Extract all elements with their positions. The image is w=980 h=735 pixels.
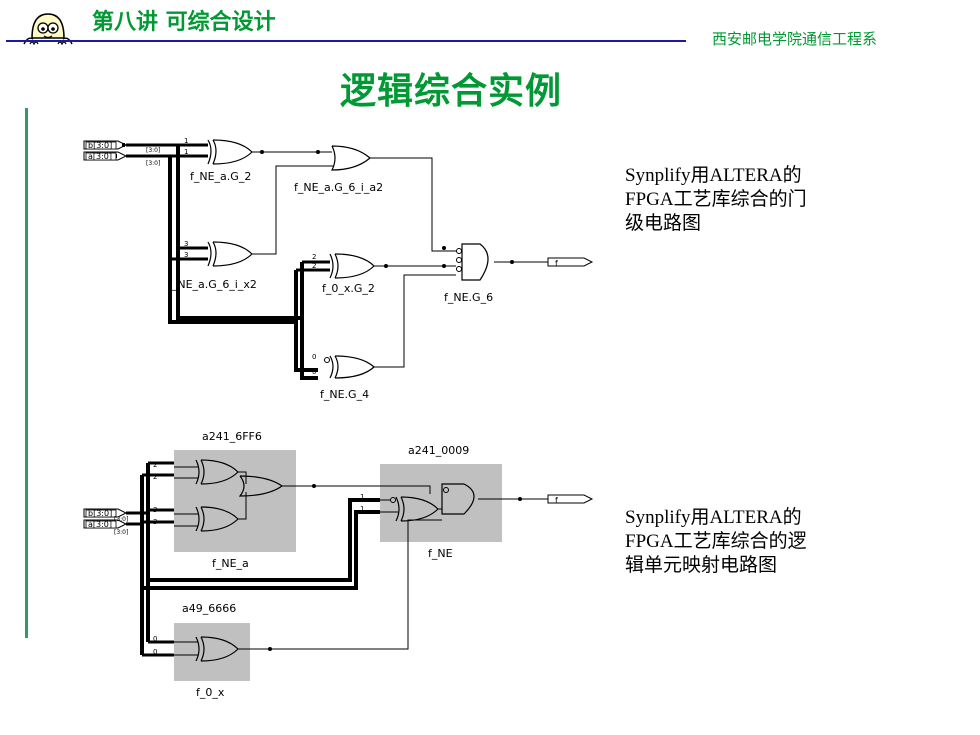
- port-b-label: b[3:0]: [88, 141, 112, 150]
- caption-line: Synplify用ALTERA的: [625, 507, 802, 528]
- caption-line: 辑单元映射电路图: [625, 555, 778, 576]
- bus-tag: [3:0]: [114, 529, 128, 536]
- cell-instance: f_NE: [428, 547, 453, 560]
- bit-tag: 1: [360, 505, 364, 513]
- cell-instance: f_0_x: [196, 686, 225, 699]
- bit-tag: 3: [153, 518, 157, 526]
- bit-tag: 0: [312, 353, 316, 361]
- bus-tag: [3:0]: [146, 160, 160, 167]
- slide-title: 逻辑综合实例: [340, 71, 563, 112]
- cell-name: a241_6FF6: [202, 430, 262, 443]
- caption-line: FPGA工艺库综合的逻: [625, 531, 807, 552]
- cell-name: a49_6666: [182, 602, 236, 615]
- logic-cell-schematic: b[3:0] a[3:0] [3:0] [3:0] 2 2 3 3 1 1 0 …: [83, 430, 594, 699]
- department-label: 西安邮电学院通信工程系: [712, 30, 878, 48]
- bit-tag: 0: [153, 635, 157, 643]
- caption-bottom: Synplify用ALTERA的 FPGA工艺库综合的逻 辑单元映射电路图: [625, 506, 807, 578]
- header-rule: [6, 40, 686, 42]
- gate-label: f_NE_a.G_2: [190, 170, 251, 183]
- port-b-label: b[3:0]: [88, 509, 112, 518]
- cell-instance: f_NE_a: [212, 557, 249, 570]
- bit-tag: 1: [184, 137, 188, 145]
- caption-line: FPGA工艺库综合的门: [625, 189, 807, 210]
- bus-tag: [3:0]: [146, 147, 160, 154]
- output-label: f: [555, 259, 558, 268]
- port-a-label: a[3:0]: [88, 520, 112, 529]
- bus-tag: [3:0]: [114, 516, 128, 523]
- bit-tag: 1: [360, 493, 364, 501]
- gate-label: f_NE_a.G_6_i_a2: [294, 181, 383, 194]
- bit-tag: 3: [153, 506, 157, 514]
- cell-name: a241_0009: [408, 444, 469, 457]
- port-a-label: a[3:0]: [88, 152, 112, 161]
- bit-tag: 0: [153, 648, 157, 656]
- gate-label: f_NE.G_6: [444, 291, 493, 304]
- caption-line: Synplify用ALTERA的: [625, 165, 802, 186]
- gate-level-schematic: b[3:0] a[3:0] [3:0] [3:0] 1 1 3 3 2 2 0 …: [83, 137, 594, 401]
- bit-tag: 2: [153, 473, 157, 481]
- bit-tag: 2: [312, 262, 316, 270]
- output-label: f: [555, 496, 558, 505]
- gate-label: f_NE.G_4: [320, 388, 369, 401]
- bit-tag: 2: [153, 461, 157, 469]
- bit-tag: 3: [184, 240, 188, 248]
- lecture-title: 第八讲 可综合设计: [92, 10, 276, 35]
- caption-line: 级电路图: [625, 213, 702, 234]
- input-port-a: [83, 151, 128, 161]
- bit-tag: 0: [312, 368, 316, 376]
- caption-top: Synplify用ALTERA的 FPGA工艺库综合的门 级电路图: [625, 164, 807, 236]
- gate-label: f_0_x.G_2: [322, 282, 375, 295]
- gate-label: f_NE_a.G_6_i_x2: [168, 278, 257, 291]
- left-accent-bar: [25, 108, 28, 638]
- bit-tag: 3: [184, 251, 188, 259]
- cell-box: [380, 464, 502, 542]
- cell-box: [174, 450, 296, 552]
- cell-box: [174, 623, 250, 681]
- bit-tag: 1: [184, 148, 188, 156]
- bit-tag: 2: [312, 253, 316, 261]
- mascot-icon: [23, 13, 73, 46]
